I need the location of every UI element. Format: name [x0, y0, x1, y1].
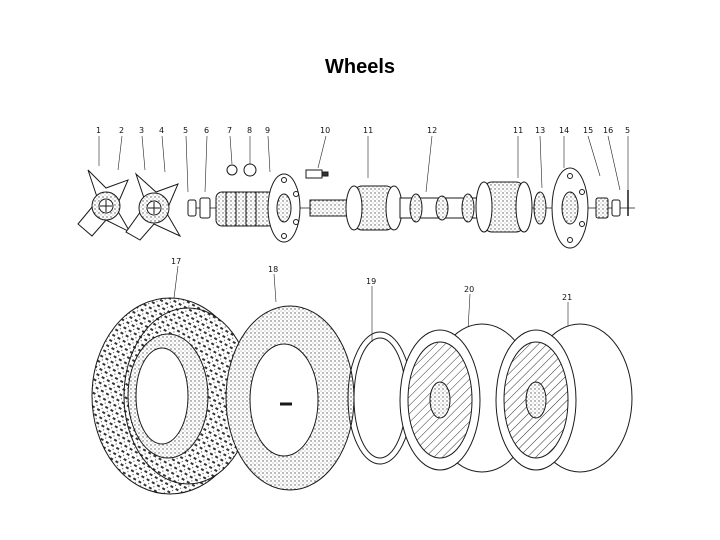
- callout-6: 6: [204, 126, 209, 135]
- callout-4: 4: [159, 126, 164, 135]
- callout-21: 21: [562, 293, 572, 302]
- wheel-stud-10: [305, 169, 329, 179]
- callout-11b: 11: [513, 126, 523, 135]
- callout-16: 16: [603, 126, 613, 135]
- callout-19: 19: [366, 277, 376, 286]
- callout-3: 3: [139, 126, 144, 135]
- center-shaft-12: [399, 193, 481, 223]
- exploded-parts-diagram: 1 2 3 4 5 6 7 8 9 10 11 12 11 13 14 15 1…: [70, 108, 644, 498]
- knockoff-spinner-1: [77, 169, 132, 237]
- callout-numbers-bottom: 17 18 19 20 21: [171, 257, 572, 302]
- callout-5b: 5: [625, 126, 630, 135]
- callout-18: 18: [268, 265, 278, 274]
- shaft-segment: [309, 199, 351, 217]
- callout-5: 5: [183, 126, 188, 135]
- leader-line-20: [467, 293, 471, 331]
- leader-line-6: [204, 135, 208, 193]
- spacer-13: [533, 191, 547, 225]
- nut-15: [595, 197, 609, 219]
- leader-line-2: [117, 135, 123, 171]
- leader-line-3: [141, 135, 146, 171]
- callout-14: 14: [559, 126, 569, 135]
- leader-line-18: [273, 273, 277, 303]
- axle-assembly: [77, 163, 635, 249]
- wheel-assembly-drawing: 1 2 3 4 5 6 7 8 9 10 11 12 11 13 14 15 1…: [77, 126, 635, 495]
- bearing-11b: [475, 181, 533, 233]
- inner-tube-18: [225, 305, 355, 491]
- knockoff-spinner-3: [125, 172, 182, 241]
- callout-20: 20: [464, 285, 474, 294]
- nut-8: [243, 163, 257, 177]
- nut-7: [226, 164, 238, 176]
- tyre-17: [91, 297, 253, 495]
- leader-line-9: [267, 135, 271, 173]
- leader-line-5: [185, 135, 189, 193]
- leader-line-7: [229, 135, 233, 165]
- callout-12: 12: [427, 126, 437, 135]
- callout-numbers-top: 1 2 3 4 5 6 7 8 9 10 11 12 11 13 14 15 1…: [96, 126, 630, 135]
- callout-15: 15: [583, 126, 593, 135]
- wire-wheel-21: [495, 323, 633, 473]
- nut-6: [199, 197, 211, 219]
- leader-line-16: [607, 135, 621, 191]
- leader-line-4: [161, 135, 166, 173]
- washer-5: [187, 199, 197, 217]
- callout-1: 1: [96, 126, 101, 135]
- bearing-11a: [345, 185, 403, 231]
- callout-13: 13: [535, 126, 545, 135]
- callout-11a: 11: [363, 126, 373, 135]
- hub-flange-14: [551, 167, 589, 249]
- callout-9: 9: [265, 126, 270, 135]
- callout-8: 8: [247, 126, 252, 135]
- hub-flange-9: [267, 173, 301, 243]
- leader-line-15: [587, 135, 601, 177]
- leader-line-12: [425, 135, 433, 193]
- callout-7: 7: [227, 126, 232, 135]
- leader-line-13: [539, 135, 543, 189]
- callout-labels-bottom: [173, 265, 569, 342]
- splined-spindle: [215, 191, 275, 227]
- callout-labels-top: [98, 135, 629, 193]
- callout-10: 10: [320, 126, 330, 135]
- callout-2: 2: [119, 126, 124, 135]
- washer-16: [611, 199, 621, 217]
- leader-line-17: [173, 265, 179, 299]
- leader-line-10: [317, 135, 327, 169]
- slide-title: Wheels: [324, 56, 396, 78]
- callout-17: 17: [171, 257, 181, 266]
